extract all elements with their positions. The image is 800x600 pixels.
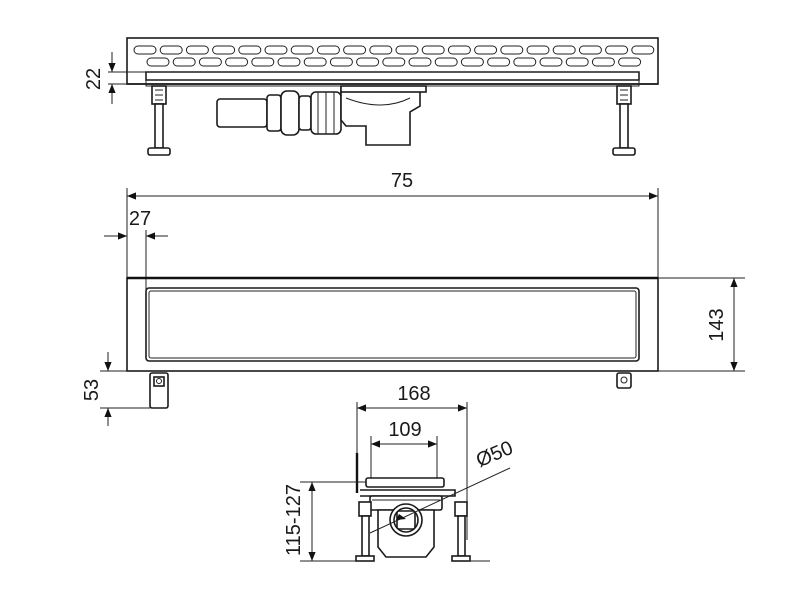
grate-frame-ledge — [127, 71, 658, 85]
grate-slot — [591, 57, 615, 67]
plan-view: 75 27 143 — [81, 170, 745, 426]
grate-slot — [133, 45, 157, 55]
grate-slot — [487, 57, 511, 67]
grate-body — [126, 37, 659, 85]
grate-slot — [382, 57, 406, 67]
dimension-trap-inner-width: 109 — [370, 419, 438, 478]
grate-slot — [251, 57, 275, 67]
dimension-channel-width: 143 — [658, 277, 745, 372]
grate-slot — [212, 45, 236, 55]
trap-body-section — [360, 477, 456, 558]
outlet-diameter-label: Ø50 — [473, 437, 516, 472]
grate-slot — [343, 45, 367, 55]
grate-slot — [526, 45, 550, 55]
grate-slot — [316, 45, 340, 55]
grate-slot — [605, 45, 629, 55]
trap-width-label: 168 — [397, 383, 430, 405]
end-offset-label: 27 — [129, 208, 151, 230]
grate-slot — [565, 57, 589, 67]
grate-slot — [434, 57, 458, 67]
grate-slot — [277, 57, 301, 67]
left-leg-section — [355, 501, 375, 562]
channel-outer — [126, 277, 659, 372]
right-leg-section — [451, 501, 471, 562]
dimension-trap-width: 168 — [356, 383, 468, 540]
grate-slot — [618, 57, 642, 67]
grate-slot — [578, 45, 602, 55]
grate-slot — [447, 45, 471, 55]
left-foot-bracket-plan — [149, 372, 169, 409]
right-foot-bracket-plan — [616, 372, 632, 389]
trap-inner-width-label: 109 — [388, 419, 421, 441]
grate-slot — [303, 57, 327, 67]
grate-slot — [539, 57, 563, 67]
grate-slot — [159, 45, 183, 55]
dimension-foot-height: 53 — [81, 352, 150, 426]
grate-slot — [329, 57, 353, 67]
grate-slot — [395, 45, 419, 55]
grate-slot — [552, 45, 576, 55]
grate-slot — [290, 45, 314, 55]
grate-slot — [369, 45, 393, 55]
dimension-end-offset: 27 — [104, 208, 168, 290]
grate-slot — [146, 57, 170, 67]
total-length-label: 75 — [391, 170, 413, 192]
channel-inner-grate — [145, 287, 640, 362]
channel-inner-grate-edge — [148, 290, 637, 359]
foot-height-label: 53 — [81, 379, 103, 401]
grate-slots — [133, 45, 655, 67]
grate-slot — [264, 45, 288, 55]
grate-slot — [631, 45, 655, 55]
grate-slot — [172, 57, 196, 67]
grate-slot — [238, 45, 262, 55]
grate-slot — [500, 45, 524, 55]
dimension-grate-height: 22 — [83, 52, 146, 104]
section-view: 168 109 — [283, 383, 516, 562]
grate-slot — [460, 57, 484, 67]
channel-width-label: 143 — [706, 308, 728, 341]
grate-height-label: 22 — [83, 68, 105, 90]
grate-slot — [185, 45, 209, 55]
dimension-height-range: 115-127 — [283, 481, 366, 562]
grate-slot — [513, 57, 537, 67]
grate-slot — [408, 57, 432, 67]
side-view: 22 — [83, 37, 659, 156]
grate-slot — [225, 57, 249, 67]
trap-outlet-side — [216, 85, 427, 146]
grate-slot — [356, 57, 380, 67]
grate-slot — [474, 45, 498, 55]
grate-slot — [421, 45, 445, 55]
height-range-label: 115-127 — [283, 484, 305, 556]
right-adjustable-foot — [612, 85, 636, 156]
grate-slot — [198, 57, 222, 67]
dimension-total-length: 75 — [126, 170, 659, 278]
left-adjustable-foot — [147, 85, 171, 156]
